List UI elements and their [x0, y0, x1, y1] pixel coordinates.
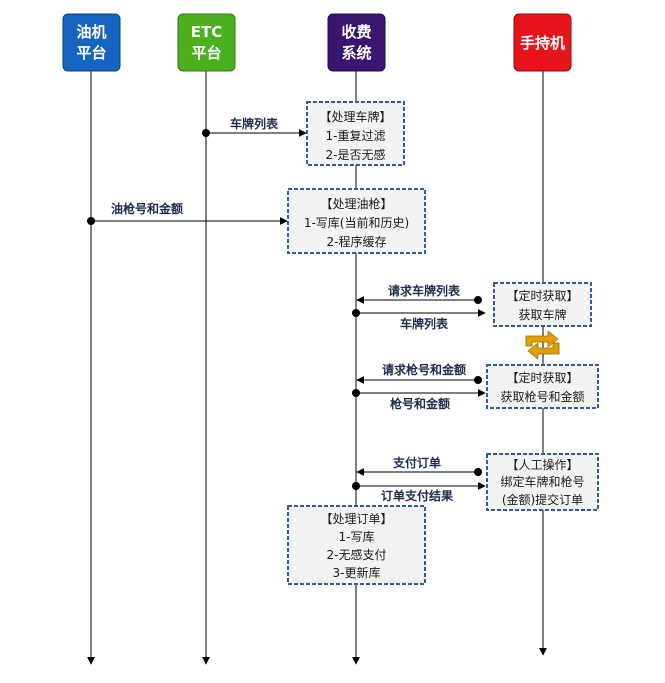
message-label: 请求车牌列表 — [388, 283, 461, 298]
lifelines — [87, 70, 547, 665]
box-process-order: 【处理订单】 1-写库 2-无感支付 3-更新库 — [287, 505, 426, 585]
box-process-plate: 【处理车牌】 1-重复过滤 2-是否无感 — [306, 101, 405, 166]
message-pay-order: 支付订单 — [356, 455, 482, 476]
message-label: 车牌列表 — [230, 116, 279, 131]
actor-handheld: 手持机 — [513, 13, 572, 72]
box-process-order-line: 3-更新库 — [333, 565, 381, 580]
box-process-plate-line: 1-重复过滤 — [326, 129, 386, 143]
actor-toll-line2: 系统 — [341, 44, 371, 62]
repeat-cycle-icon — [525, 330, 560, 360]
box-process-nozzle: 【处理油枪】 1-写库(当前和历史) 2-程序缓存 — [287, 188, 426, 254]
actor-toll-system: 收费 系统 — [327, 13, 386, 72]
box-manual-operation-line: 【人工操作】 — [506, 457, 578, 472]
box-process-plate-line: 2-是否无感 — [326, 147, 386, 162]
message-label: 订单支付结果 — [381, 488, 453, 503]
box-manual-operation-line: (金额)提交订单 — [502, 492, 583, 507]
message-label: 支付订单 — [392, 455, 441, 470]
actor-etc-platform: ETC 平台 — [177, 13, 236, 72]
box-process-plate-line: 【处理车牌】 — [319, 109, 391, 124]
actor-handheld-line1: 手持机 — [520, 34, 565, 52]
box-process-nozzle-line: 1-写库(当前和历史) — [304, 215, 409, 230]
actor-etc-line2: 平台 — [191, 44, 221, 62]
message-label: 油枪号和金额 — [111, 201, 183, 216]
message-plate-list-push: 车牌列表 — [202, 116, 307, 137]
actor-oil-platform: 油机 平台 — [62, 13, 121, 72]
actor-oil-line2: 平台 — [76, 44, 106, 62]
message-plate-list-reply: 车牌列表 — [352, 309, 486, 331]
box-timed-fetch-nozzle: 【定时获取】 获取枪号和金额 — [486, 364, 599, 409]
box-timed-fetch-plate: 【定时获取】 获取车牌 — [493, 282, 592, 327]
box-process-order-line: 【处理订单】 — [320, 512, 392, 526]
box-timed-fetch-nozzle-line: 获取枪号和金额 — [500, 389, 584, 404]
actor-etc-line1: ETC — [191, 23, 223, 41]
message-nozzle-amount-reply: 枪号和金额 — [352, 389, 486, 411]
message-label: 请求枪号和金额 — [382, 362, 466, 377]
message-request-nozzle-amount: 请求枪号和金额 — [356, 362, 482, 384]
message-request-plate-list: 请求车牌列表 — [356, 283, 482, 304]
box-timed-fetch-nozzle-line: 【定时获取】 — [506, 370, 578, 385]
box-timed-fetch-plate-line: 【定时获取】 — [506, 288, 578, 303]
message-order-pay-result: 订单支付结果 — [352, 482, 486, 503]
message-label: 枪号和金额 — [390, 396, 450, 411]
box-manual-operation-line: 绑定车牌和枪号 — [500, 474, 584, 489]
message-nozzle-amount-push: 油枪号和金额 — [87, 201, 288, 225]
box-manual-operation: 【人工操作】 绑定车牌和枪号 (金额)提交订单 — [486, 453, 599, 511]
actor-oil-line1: 油机 — [76, 23, 106, 41]
box-process-nozzle-line: 【处理油枪】 — [320, 196, 392, 211]
box-timed-fetch-plate-line: 获取车牌 — [518, 307, 566, 322]
message-label: 车牌列表 — [400, 316, 449, 331]
actor-toll-line1: 收费 — [341, 23, 371, 41]
box-process-nozzle-line: 2-程序缓存 — [327, 234, 387, 249]
box-process-order-line: 2-无感支付 — [327, 547, 387, 562]
box-process-order-line: 1-写库 — [339, 529, 375, 544]
